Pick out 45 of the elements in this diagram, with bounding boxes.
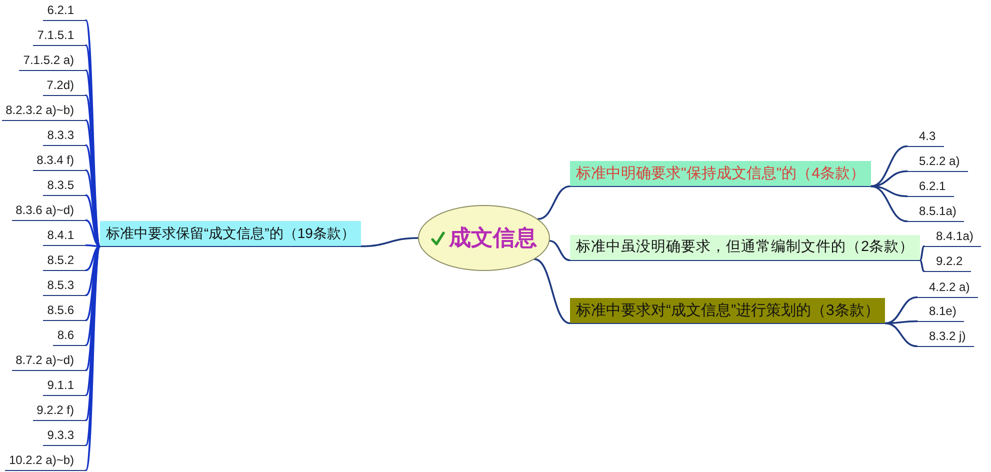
branch-box: 标准中虽没明确要求，但通常编制文件的（2条款） [570, 235, 920, 261]
clause-number: 8.3.3 [43, 128, 86, 146]
clause-number: 8.5.2 [43, 253, 86, 271]
connector-line [884, 322, 918, 348]
connector-line [360, 237, 419, 248]
clause-number: 4.3 [907, 129, 944, 147]
clause-number: 8.5.3 [43, 278, 86, 296]
connector-line [884, 296, 918, 324]
clause-number: 9.1.1 [43, 378, 86, 396]
connector-line [85, 244, 101, 248]
branch-box: 标准中要求保留“成文信息”的（19条款） [100, 221, 361, 247]
branch-box: 标准中要求对“成文信息”进行策划的（3条款） [570, 298, 886, 324]
connector-line [534, 258, 571, 324]
clause-number: 9.3.3 [43, 428, 86, 446]
clause-number: 8.3.2 j) [917, 329, 974, 347]
clause-number: 8.4.1 [43, 228, 86, 246]
clause-number: 9.2.2 f) [32, 403, 86, 421]
connector-line [870, 170, 908, 188]
clause-number: 7.1.5.2 a) [19, 53, 86, 71]
connector-line [870, 185, 908, 222]
clause-number: 8.5.1a) [907, 204, 964, 222]
clause-number: 8.2.3.2 a)~b) [2, 103, 86, 121]
branch-box: 标准中明确要求"保持成文信息"的（4条款） [570, 161, 871, 187]
clause-number: 8.3.4 f) [32, 153, 86, 171]
clause-number: 4.2.2 a) [917, 280, 978, 298]
clause-number: 10.2.2 a)~b) [4, 453, 86, 471]
clause-number: 5.2.2 a) [907, 154, 968, 172]
clause-number: 8.4.1a) [924, 229, 982, 247]
connector-line [537, 185, 571, 220]
connector-line [870, 145, 908, 188]
clause-number: 6.2.1 [907, 179, 954, 197]
clause-number: 8.3.5 [43, 178, 86, 196]
clause-number: 7.2d) [42, 78, 86, 96]
clause-number: 9.2.2 [924, 254, 971, 272]
connector-line [919, 245, 925, 262]
clause-number: 6.2.1 [43, 3, 86, 21]
topic-text: 成文信息 [449, 225, 537, 251]
connector-line [548, 240, 571, 262]
clause-number: 8.6 [53, 328, 86, 346]
clause-number: 8.1e) [917, 304, 964, 322]
clause-number: 8.5.6 [43, 303, 86, 321]
clause-number: 7.1.5.1 [33, 28, 86, 46]
clause-number: 8.7.2 a)~d) [12, 353, 86, 371]
connector-line [919, 259, 925, 272]
clause-number: 8.3.6 a)~d) [12, 203, 86, 221]
